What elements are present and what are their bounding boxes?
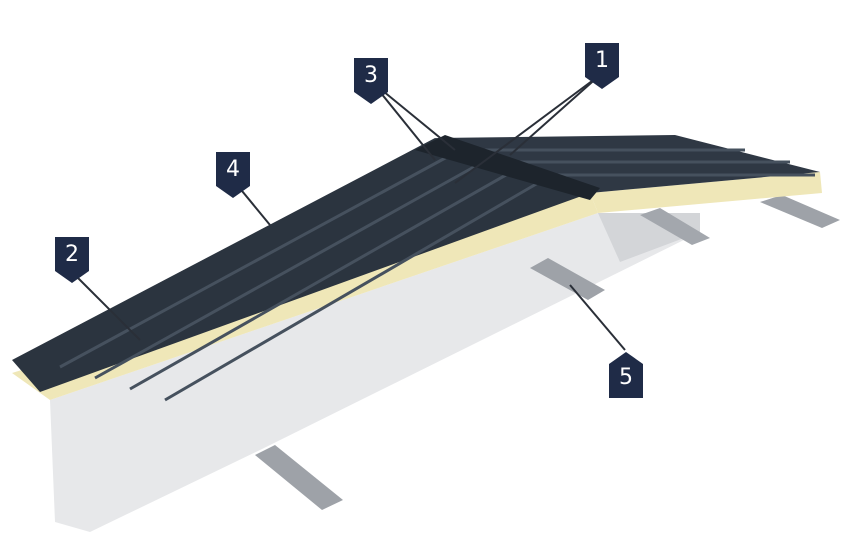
panel-foam-core-right xyxy=(590,172,822,213)
leader-2 xyxy=(69,269,141,341)
callout-5: 5 xyxy=(609,350,643,398)
purlin xyxy=(760,195,840,228)
callout-label: 5 xyxy=(619,365,633,390)
badge-shape xyxy=(609,352,643,398)
leader-5 xyxy=(569,284,626,351)
purlin xyxy=(530,258,605,300)
ridge-cap xyxy=(415,135,600,200)
purlin xyxy=(255,445,343,510)
badge-shape xyxy=(585,43,619,89)
gable-wall xyxy=(50,213,700,532)
callout-label: 3 xyxy=(364,63,378,88)
callout-1: 1 xyxy=(585,43,619,91)
badge-shape xyxy=(216,152,250,198)
callout-label: 2 xyxy=(65,242,79,267)
callout-2: 2 xyxy=(55,237,89,285)
callout-3: 3 xyxy=(354,58,388,106)
left-roof-slope xyxy=(12,138,590,392)
callout-label: 1 xyxy=(595,48,609,73)
leader-1b xyxy=(509,74,601,156)
badge-shape xyxy=(354,58,388,104)
badge-shape xyxy=(55,237,89,283)
purlins xyxy=(255,195,840,510)
callout-4: 4 xyxy=(216,152,250,200)
left-slope-ribs xyxy=(59,148,551,402)
callout-label: 4 xyxy=(226,157,240,182)
purlin xyxy=(640,208,710,245)
leader-1 xyxy=(454,74,601,184)
